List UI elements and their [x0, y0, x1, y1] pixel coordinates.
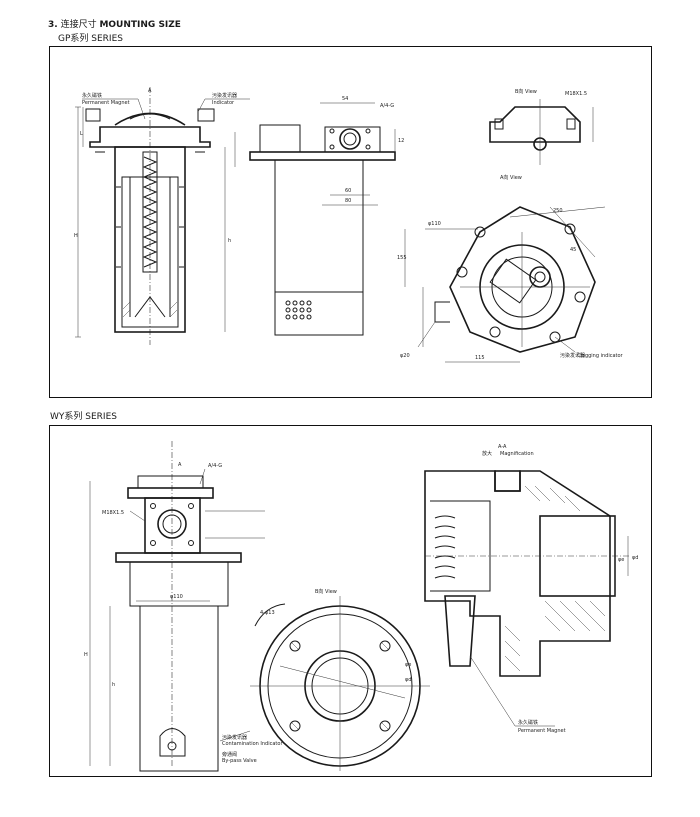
gp-series-cn: GP系列 [58, 34, 89, 44]
gp-magnet-label-en: Permanent Magnet [82, 100, 130, 106]
wy-series-en: SERIES [85, 412, 117, 422]
wy-section-A: A [178, 462, 182, 468]
gp-dim-155: 155 [397, 255, 407, 261]
gp-dim-12: 12 [398, 138, 404, 144]
wy-dim-4-d13: 4-φ13 [260, 610, 275, 616]
wy-elevation-view: φ110 H h A A/4-G M18X1.5 [84, 441, 265, 772]
wy-b-view-label: B向 View [315, 588, 337, 595]
wy-drawing: φ110 H h A A/4-G M18X1.5 B向 View 4 [84, 441, 638, 772]
gp-clogging-label-en: Clogging indicator [577, 353, 624, 359]
wy-dim-d110: φ110 [170, 594, 183, 600]
gp-a-view-label: A向 View [500, 174, 522, 181]
wy-thread-left: M18X1.5 [102, 510, 124, 516]
gp-indicator-label-en: Indicator [212, 100, 235, 106]
wy-contamination-label: 污染发讯器 [222, 734, 247, 741]
wy-dim-phi-e: φe [405, 662, 411, 668]
gp-dim-60: 60 [345, 188, 351, 194]
gp-side-view: 54 A/4-G 12 60 80 [249, 96, 404, 336]
wy-aa-phi-e: φe [618, 557, 624, 563]
wy-bypass-label: 旁通阀 [222, 751, 237, 758]
gp-dim-250: 250 [553, 208, 563, 214]
wy-bypass-label-en: By-pass Valve [222, 758, 257, 764]
gp-drawing: H h L A 永久磁铁 Permanent Magnet 污染发讯器 Indi… [74, 87, 624, 363]
wy-scale-label: 放大 [482, 450, 492, 457]
gp-dim-54: 54 [342, 96, 348, 102]
wy-dim-phi-d: φd [405, 677, 411, 683]
wy-magnet-label: 永久磁铁 [518, 719, 538, 726]
gp-series-heading: GP系列 SERIES [58, 31, 123, 44]
gp-dim-L: L [80, 131, 83, 137]
gp-section-view: H h L A 永久磁铁 Permanent Magnet 污染发讯器 Indi… [74, 87, 250, 345]
section-title-cn: 连接尺寸 [60, 20, 97, 30]
wy-dim-h: h [112, 682, 115, 688]
wy-aa-label: A-A [498, 444, 507, 450]
gp-thread-right: M18X1.5 [565, 91, 587, 97]
section-number: 3. [48, 20, 58, 30]
gp-magnet-label: 永久磁铁 [82, 92, 102, 99]
section-heading: 3. 连接尺寸 MOUNTING SIZE [48, 17, 181, 30]
gp-indicator-label: 污染发讯器 [212, 92, 237, 99]
wy-series-cn: WY系列 [50, 412, 83, 422]
gp-clogging-label: 污染发讯器 [560, 352, 585, 359]
gp-thread-label: A/4-G [380, 103, 394, 109]
gp-series-drawing-panel: H h L A 永久磁铁 Permanent Magnet 污染发讯器 Indi… [49, 46, 652, 398]
gp-dim-d20: φ20 [400, 353, 410, 359]
wy-scale-label-en: Magnification [500, 451, 534, 457]
gp-b-view-label: B向 View [515, 88, 537, 95]
wy-magnet-label-en: Permanent Magnet [518, 728, 566, 734]
gp-dim-80: 80 [345, 198, 351, 204]
wy-series-heading: WY系列 SERIES [50, 409, 117, 422]
gp-dim-H: H [74, 233, 78, 239]
wy-thread-a: A/4-G [208, 463, 222, 469]
wy-contamination-label-en: Contamination Indicator [222, 741, 283, 747]
wy-aa-phi-d: φd [632, 555, 638, 561]
gp-dim-115: 115 [475, 355, 485, 361]
wy-b-view: B向 View 4-φ13 φe φd 污染发讯器 Contamination … [219, 588, 430, 771]
gp-b-view: B向 View M18X1.5 [489, 88, 594, 165]
wy-aa-section: A-A 放大 Magnification φe [424, 444, 638, 734]
gp-a-view: A向 View 250 45 155 φ110 115 φ20 污染发讯器 Cl… [397, 174, 624, 363]
wy-series-drawing-panel: φ110 H h A A/4-G M18X1.5 B向 View 4 [49, 425, 652, 777]
wy-dim-H: H [84, 652, 88, 658]
gp-dim-d110: φ110 [428, 221, 441, 227]
gp-series-en: SERIES [91, 34, 123, 44]
section-title-en: MOUNTING SIZE [99, 20, 181, 30]
gp-section-A: A [148, 88, 152, 94]
gp-dim-h: h [228, 238, 231, 244]
gp-dim-45: 45 [570, 247, 576, 253]
